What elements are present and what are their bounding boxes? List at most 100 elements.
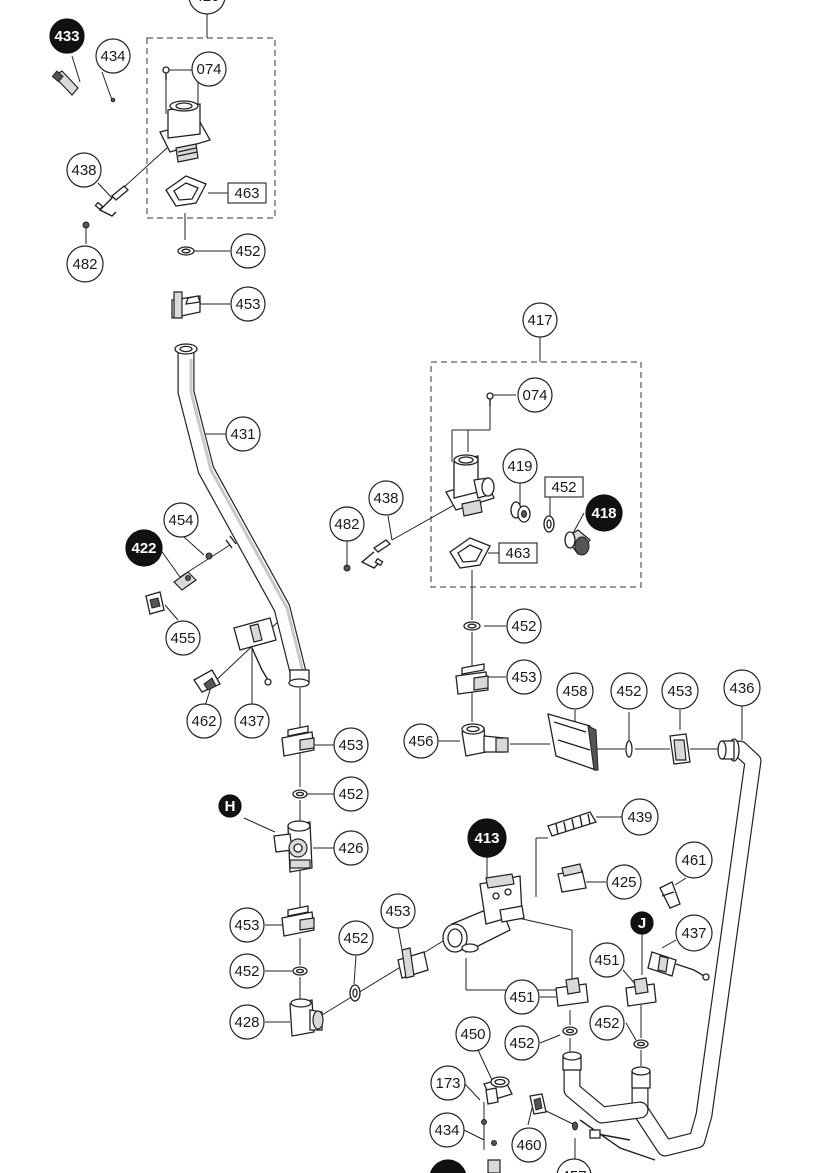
part-456-elbow bbox=[461, 723, 509, 757]
part-452-oring-c bbox=[463, 621, 481, 631]
part-417-fitting bbox=[445, 392, 495, 517]
part-452-oring-d bbox=[625, 740, 633, 758]
callout-453d: 453 bbox=[333, 727, 369, 763]
callout-074a-text: 074 bbox=[196, 61, 221, 78]
part-460-clip bbox=[529, 1093, 547, 1115]
part-413-valve bbox=[442, 873, 525, 953]
callout-454-text: 454 bbox=[168, 512, 193, 529]
part-450-fitting bbox=[483, 1076, 513, 1105]
callout-413: 413 bbox=[467, 818, 507, 858]
callout-428: 428 bbox=[229, 1004, 265, 1040]
part-451-clip-a bbox=[555, 977, 589, 1007]
part-434-oring-b bbox=[487, 1140, 501, 1173]
callout-417: 417 bbox=[522, 302, 558, 338]
callout-453f: 453 bbox=[380, 893, 416, 929]
part-453-clip-e bbox=[281, 905, 315, 937]
callout-433: 433 bbox=[49, 18, 85, 54]
callout-438a: 438 bbox=[66, 152, 102, 188]
callout-453f-text: 453 bbox=[385, 903, 410, 920]
callout-452d: 452 bbox=[610, 672, 648, 710]
callout-453c: 453 bbox=[661, 672, 699, 710]
callout-453d-text: 453 bbox=[338, 737, 363, 754]
callout-452b-text: 452 bbox=[551, 479, 576, 496]
part-428-elbow bbox=[289, 998, 324, 1037]
part-453-clip-a bbox=[171, 291, 201, 319]
part-420-fitting bbox=[159, 66, 211, 163]
callout-453b-text: 453 bbox=[511, 669, 536, 686]
callout-461-text: 461 bbox=[681, 852, 706, 869]
callout-457-text: 457 bbox=[561, 1168, 586, 1173]
part-461-bracket bbox=[659, 881, 681, 909]
callout-H-text: H bbox=[225, 798, 236, 815]
callout-453e-text: 453 bbox=[234, 917, 259, 934]
callout-422-text: 422 bbox=[131, 540, 156, 557]
callout-420: 420 bbox=[188, 0, 226, 15]
callout-437b: 437 bbox=[675, 914, 713, 952]
callout-458: 458 bbox=[556, 672, 594, 710]
callout-437a-text: 437 bbox=[239, 713, 264, 730]
callout-436: 436 bbox=[723, 669, 761, 707]
part-452-oring-f bbox=[292, 966, 308, 976]
assembly-box-417 bbox=[430, 361, 642, 588]
part-451-clip-b bbox=[625, 977, 657, 1007]
callout-438b: 438 bbox=[368, 480, 404, 516]
callout-430-text: 430 bbox=[435, 1170, 460, 1173]
callout-451a-text: 451 bbox=[509, 989, 534, 1006]
callout-460: 460 bbox=[511, 1127, 547, 1163]
callout-422: 422 bbox=[125, 529, 163, 567]
part-425-connector bbox=[557, 863, 587, 893]
callout-074b-text: 074 bbox=[522, 387, 547, 404]
callout-455-text: 455 bbox=[170, 630, 195, 647]
callout-426: 426 bbox=[333, 830, 369, 866]
callout-462: 462 bbox=[186, 703, 222, 739]
callout-450-text: 450 bbox=[460, 1026, 485, 1043]
callout-453a-text: 453 bbox=[235, 296, 260, 313]
part-455-clip bbox=[145, 591, 165, 615]
callout-452c-text: 452 bbox=[511, 618, 536, 635]
part-452-oring-e bbox=[292, 789, 308, 799]
part-453-clip-d bbox=[281, 725, 315, 757]
callout-433-text: 433 bbox=[54, 28, 79, 45]
callout-425-text: 425 bbox=[611, 874, 636, 891]
callout-482a-text: 482 bbox=[72, 256, 97, 273]
part-439-harness bbox=[547, 811, 597, 837]
callout-482a: 482 bbox=[66, 245, 104, 283]
callout-458-text: 458 bbox=[562, 683, 587, 700]
callout-452d-text: 452 bbox=[616, 683, 641, 700]
part-457-oring bbox=[572, 1121, 578, 1131]
callout-455: 455 bbox=[165, 620, 201, 656]
part-437-thermistor-a bbox=[233, 617, 277, 686]
callout-456-text: 456 bbox=[408, 733, 433, 750]
callout-J: J bbox=[630, 911, 654, 935]
callout-425: 425 bbox=[606, 864, 642, 900]
callout-451b-text: 451 bbox=[594, 952, 619, 969]
callout-436-text: 436 bbox=[729, 680, 754, 697]
callout-453a: 453 bbox=[230, 286, 266, 322]
part-453-clip-f bbox=[397, 947, 429, 979]
part-438-wire-a bbox=[82, 185, 129, 229]
callout-418: 418 bbox=[585, 494, 623, 532]
part-418-cap bbox=[564, 529, 591, 556]
callout-462-text: 462 bbox=[191, 713, 216, 730]
callout-452a: 452 bbox=[230, 233, 266, 269]
callout-452i-text: 452 bbox=[594, 1015, 619, 1032]
callout-451a: 451 bbox=[504, 979, 540, 1015]
part-458-cover bbox=[547, 713, 599, 771]
callout-419: 419 bbox=[502, 448, 538, 484]
part-453-clip-c bbox=[669, 733, 691, 765]
part-452-oring-i bbox=[633, 1039, 649, 1049]
part-462-connector bbox=[193, 669, 221, 693]
part-419-plug bbox=[510, 501, 531, 523]
callout-451b: 451 bbox=[589, 942, 625, 978]
callout-452g-text: 452 bbox=[343, 930, 368, 947]
callout-431-text: 431 bbox=[230, 426, 255, 443]
callout-452h: 452 bbox=[504, 1025, 540, 1061]
callout-173: 173 bbox=[430, 1065, 466, 1101]
callout-452f: 452 bbox=[229, 953, 265, 989]
part-452-oring-a bbox=[177, 246, 195, 256]
callout-482b: 482 bbox=[329, 506, 365, 542]
callout-413-text: 413 bbox=[474, 830, 499, 847]
part-452-oring-g bbox=[349, 984, 361, 1002]
part-438-wire-b bbox=[343, 539, 392, 572]
callout-430: 430 bbox=[430, 1159, 466, 1173]
